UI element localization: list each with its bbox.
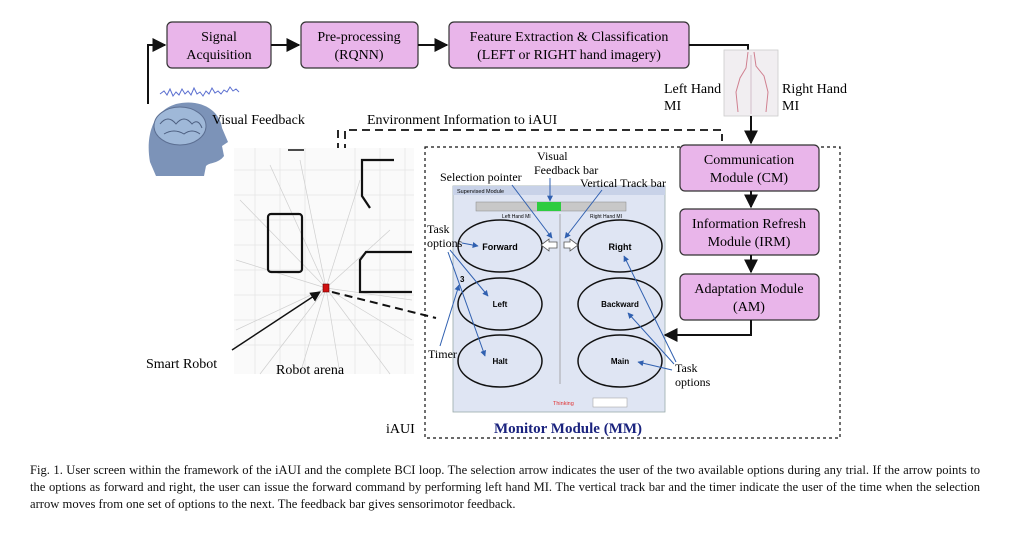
svg-text:Task: Task [427,222,450,236]
svg-text:MI: MI [664,99,681,114]
svg-text:Smart Robot: Smart Robot [146,357,217,372]
svg-text:Left: Left [493,300,508,309]
svg-text:iAUI: iAUI [386,422,415,437]
svg-text:Feature Extraction & Classific: Feature Extraction & Classification [470,30,669,45]
svg-text:Right Hand MI: Right Hand MI [590,214,622,220]
information-refresh-module-block: Information Refresh Module (IRM) [679,208,820,256]
selection-arrow-left [540,238,558,252]
iaui-frame [424,146,841,439]
svg-text:(AM): (AM) [733,300,765,315]
svg-text:Left Hand MI: Left Hand MI [502,214,531,220]
svg-text:Communication: Communication [704,153,794,168]
svg-text:Left Hand: Left Hand [664,82,721,97]
robot-to-screen-dashed [331,291,437,319]
svg-text:Environment Information to iAU: Environment Information to iAUI [367,113,557,128]
svg-text:Vertical Track bar: Vertical Track bar [580,176,666,190]
svg-text:Thinking: Thinking [553,401,574,407]
svg-text:Acquisition: Acquisition [186,48,251,63]
svg-text:Halt: Halt [492,357,507,366]
user-head-icon [148,102,228,176]
svg-text:Monitor Module (MM): Monitor Module (MM) [494,421,642,437]
option-main [577,334,663,388]
svg-text:(LEFT or RIGHT hand imagery): (LEFT or RIGHT hand imagery) [477,48,661,63]
user-screen: Supervised Module Left Hand MI Right Han… [452,185,666,413]
option-halt [457,334,543,388]
svg-text:Right Hand: Right Hand [782,82,847,97]
arrow-am-to-screen [663,320,752,342]
svg-text:Module (IRM): Module (IRM) [708,235,791,250]
svg-text:Robot arena: Robot arena [276,363,345,378]
arrow-head-to-signal [147,38,167,104]
svg-text:Information Refresh: Information Refresh [692,217,806,232]
svg-text:Forward: Forward [482,242,518,252]
bci-loop-figure: Signal Acquisition Pre-processing (RQNN)… [146,21,847,439]
svg-text:MI: MI [782,99,799,114]
svg-text:Visual: Visual [537,149,568,163]
svg-text:Task: Task [675,361,698,375]
svg-text:options: options [427,236,463,250]
svg-text:Supervised Module: Supervised Module [457,189,504,195]
svg-text:Timer: Timer [428,347,457,361]
svg-text:Right: Right [609,242,632,252]
feedback-bar [537,202,561,211]
svg-text:Selection pointer: Selection pointer [440,170,522,184]
svg-text:Feedback bar: Feedback bar [534,163,598,177]
selection-arrow-right [563,238,579,252]
option-left [457,277,543,331]
svg-text:(RQNN): (RQNN) [335,48,384,63]
preprocessing-block: Pre-processing (RQNN) [300,21,419,69]
option-right [577,219,663,273]
signal-acquisition-block: Signal Acquisition [166,21,272,69]
arrow-label-to-robot [231,291,321,351]
figure-caption: Fig. 1. User screen within the framework… [30,463,980,511]
svg-text:Backward: Backward [601,300,639,309]
feature-extraction-block: Feature Extraction & Classification (LEF… [448,21,690,69]
classifier-output-image [723,49,779,117]
svg-text:Visual Feedback: Visual Feedback [212,113,305,128]
smart-robot [322,283,330,293]
svg-text:Main: Main [611,357,629,366]
env-info-dashed-path [344,129,723,152]
robot-arena-map [234,148,414,375]
svg-text:options: options [675,375,711,389]
communication-module-block: Communication Module (CM) [679,144,820,192]
svg-text:Pre-processing: Pre-processing [317,30,400,45]
eeg-signal [159,86,240,97]
svg-text:Module (CM): Module (CM) [710,171,789,186]
svg-text:Adaptation Module: Adaptation Module [694,282,803,297]
svg-text:3: 3 [460,275,465,284]
adaptation-module-block: Adaptation Module (AM) [679,273,820,321]
svg-text:Signal: Signal [201,30,237,45]
